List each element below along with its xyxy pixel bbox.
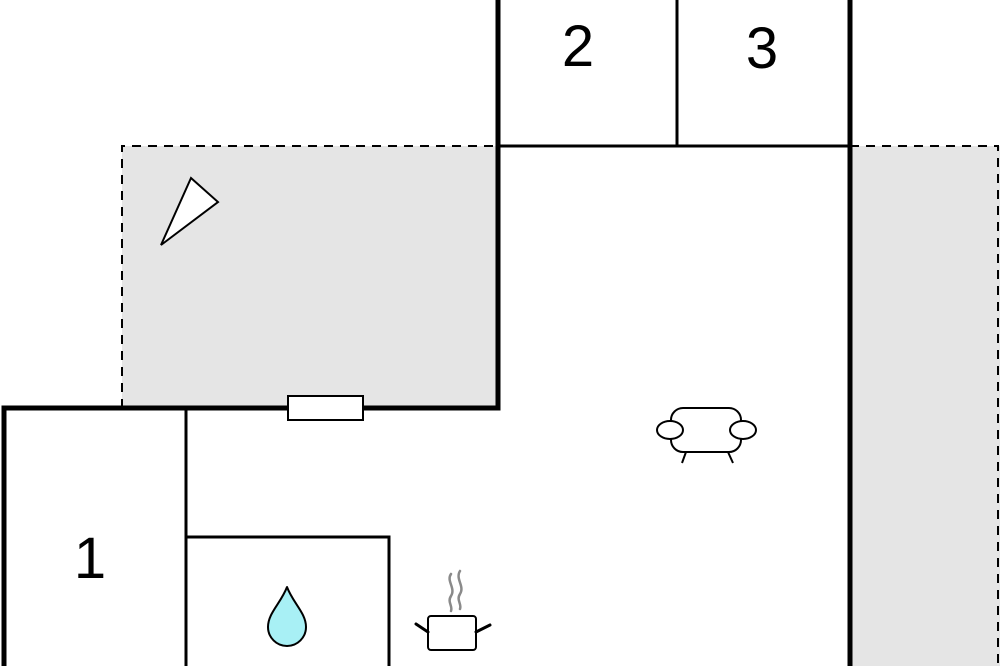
- cooking-pot-icon: [414, 569, 492, 651]
- terrace-right: [850, 146, 1000, 666]
- window-icon: [287, 395, 364, 421]
- room-label-2: 2: [562, 14, 594, 79]
- terrace-left-outline: [121, 145, 498, 408]
- wall-bathroom: [186, 535, 391, 666]
- room-label-3: 3: [746, 16, 778, 81]
- terrace-right-outline: [850, 145, 999, 666]
- water-drop-icon: [267, 586, 307, 647]
- terrace-left: [122, 146, 498, 408]
- room-label-1: 1: [74, 526, 106, 591]
- steam-lines: [448, 569, 463, 613]
- sofa-icon: [656, 407, 757, 464]
- compass-icon: [160, 176, 220, 246]
- outer-wall: [1, 0, 501, 666]
